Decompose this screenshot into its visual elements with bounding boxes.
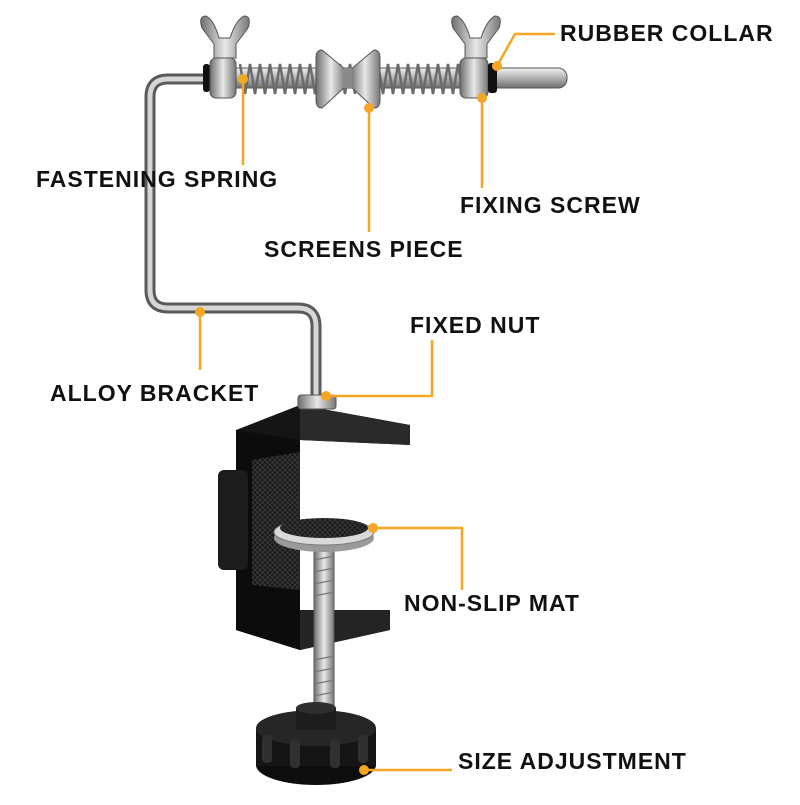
- callout-dots: [195, 61, 502, 775]
- screens-piece-cone: [315, 49, 381, 109]
- right-wing-nut: [451, 15, 501, 99]
- size-adjustment-knob: [256, 702, 376, 785]
- label-fixed-nut: FIXED NUT: [410, 312, 541, 338]
- label-fixing-screw: FIXING SCREW: [460, 192, 641, 218]
- c-clamp-body: [218, 394, 410, 650]
- callout-leaders: [198, 32, 555, 772]
- label-size-adjustment: SIZE ADJUSTMENT: [458, 748, 687, 774]
- alloy-bracket-rod: [144, 73, 322, 400]
- left-wing-nut: [200, 15, 250, 99]
- label-alloy-bracket: ALLOY BRACKET: [50, 380, 260, 406]
- label-rubber-collar: RUBBER COLLAR: [560, 20, 774, 46]
- label-non-slip-mat: NON-SLIP MAT: [404, 590, 580, 616]
- label-fastening-spring: FASTENING SPRING: [36, 166, 279, 192]
- label-screens-piece: SCREENS PIECE: [264, 236, 464, 262]
